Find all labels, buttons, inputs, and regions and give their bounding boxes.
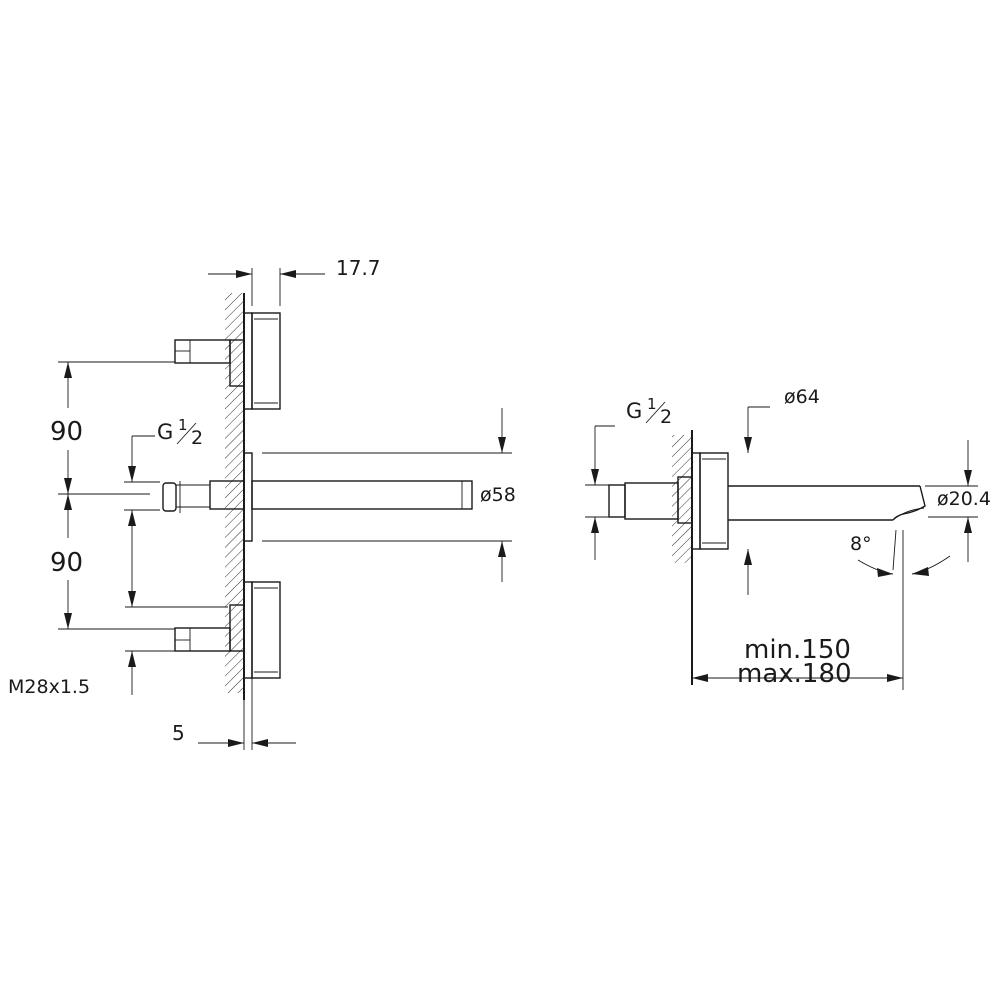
thread-right-den: 2 — [660, 406, 672, 428]
wall-right — [672, 430, 693, 685]
label-spacing-upper: 90 — [50, 417, 83, 447]
spout-side — [608, 452, 926, 550]
dim-outlet — [925, 440, 978, 562]
thread-right-g: G — [626, 399, 642, 423]
dim-projection — [692, 674, 903, 682]
label-projection-max: max.180 — [737, 659, 852, 689]
label-wall-offset: 5 — [172, 721, 185, 745]
dim-spacing-chain — [58, 361, 175, 630]
dim-wall-offset — [198, 678, 296, 750]
label-rosette: ø64 — [784, 386, 820, 408]
thread-left-num: 1 — [178, 416, 188, 434]
thread-right-num: 1 — [647, 395, 657, 413]
dim-rosette — [744, 406, 770, 595]
label-outlet-angle: 8° — [850, 533, 872, 555]
label-valve-thread: M28x1.5 — [8, 676, 90, 698]
label-thread-left: G 1 2 — [157, 416, 203, 449]
dim-outlet-angle — [857, 529, 951, 690]
dim-thread-left — [124, 435, 160, 560]
thread-left-den: 2 — [191, 427, 203, 449]
dim-spout-plate — [262, 408, 512, 582]
thread-left-g: G — [157, 420, 173, 444]
label-outlet: ø20.4 — [937, 488, 991, 510]
front-view — [58, 268, 512, 750]
label-spout-plate: ø58 — [480, 484, 516, 506]
dim-valve-depth — [208, 268, 325, 306]
side-view — [585, 406, 978, 690]
label-valve-depth: 17.7 — [336, 256, 381, 280]
label-spacing-lower: 90 — [50, 548, 83, 578]
label-projection-min: min.150 — [744, 635, 851, 665]
dim-thread-right — [585, 425, 615, 560]
label-thread-right: G 1 2 — [626, 395, 672, 428]
upper-valve — [174, 312, 281, 410]
dim-valve-thread — [125, 560, 228, 695]
spout-front — [162, 452, 473, 542]
wall-left — [225, 293, 245, 700]
